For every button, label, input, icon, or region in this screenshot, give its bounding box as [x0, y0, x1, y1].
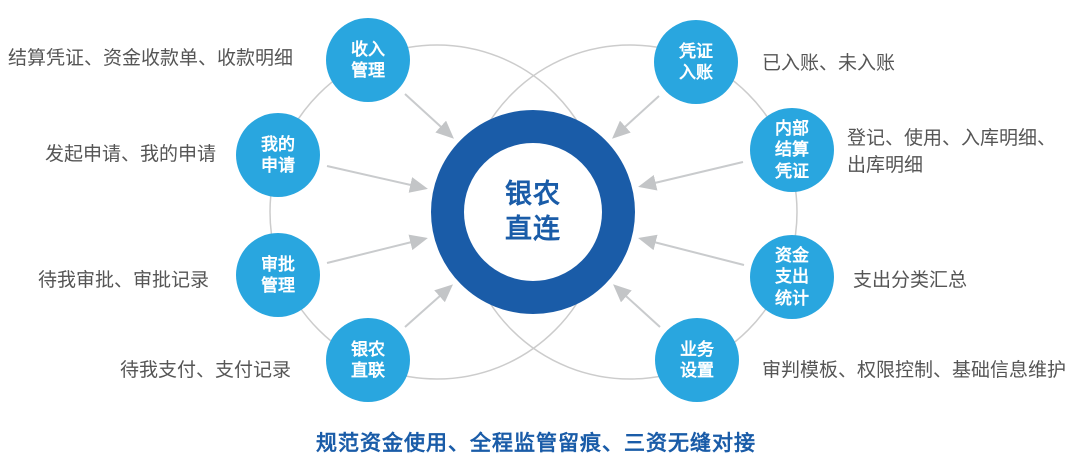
- center-node: 银农 直连: [431, 110, 635, 314]
- node-my-application-label: 我的 申请: [261, 134, 295, 175]
- node-business-settings: 业务 设置: [655, 318, 739, 402]
- arrow-my-application: [326, 165, 428, 193]
- arrow-income-management: [404, 93, 454, 139]
- node-my-application: 我的 申请: [236, 113, 320, 197]
- desc-business-settings: 审判模板、权限控制、基础信息维护: [762, 360, 1067, 381]
- arrow-internal-settlement-voucher: [638, 161, 744, 191]
- node-approval-management: 审批 管理: [236, 233, 320, 317]
- node-voucher-entry: 凭证 入账: [654, 20, 738, 104]
- arrow-bank-agri-direct-link: [404, 284, 453, 328]
- desc-income-management: 结算凭证、资金收款单、收款明细: [8, 48, 294, 69]
- desc-approval-management: 待我审批、审批记录: [38, 270, 210, 291]
- node-fund-expenditure-stats-label: 资金 支出 统计: [775, 246, 809, 308]
- node-fund-expenditure-stats: 资金 支出 统计: [750, 235, 834, 319]
- node-business-settings-label: 业务 设置: [680, 339, 714, 380]
- desc-bank-agri-direct-link: 待我支付、支付记录: [120, 360, 292, 381]
- desc-fund-expenditure-stats: 支出分类汇总: [853, 270, 968, 291]
- arrow-voucher-entry: [612, 95, 660, 139]
- arrow-approval-management: [326, 234, 428, 264]
- arrow-fund-expenditure-stats: [638, 234, 745, 266]
- node-bank-agri-direct-link: 银农 直联: [326, 318, 410, 402]
- node-internal-settlement-voucher: 内部 结算 凭证: [750, 108, 834, 192]
- desc-my-application: 发起申请、我的申请: [45, 144, 217, 165]
- node-approval-management-label: 审批 管理: [261, 254, 295, 295]
- arrow-business-settings: [613, 284, 661, 328]
- node-income-management-label: 收入 管理: [351, 39, 385, 80]
- desc-voucher-entry: 已入账、未入账: [762, 53, 896, 74]
- center-title: 银农 直连: [505, 178, 561, 244]
- node-voucher-entry-label: 凭证 入账: [679, 41, 713, 82]
- node-bank-agri-direct-link-label: 银农 直联: [351, 339, 385, 380]
- caption-text: 规范资金使用、全程监管留痕、三资无缝对接: [316, 432, 756, 455]
- desc-internal-settlement-voucher: 登记、使用、入库明细、 出库明细: [847, 128, 1057, 176]
- node-internal-settlement-voucher-label: 内部 结算 凭证: [775, 119, 809, 181]
- node-income-management: 收入 管理: [326, 18, 410, 102]
